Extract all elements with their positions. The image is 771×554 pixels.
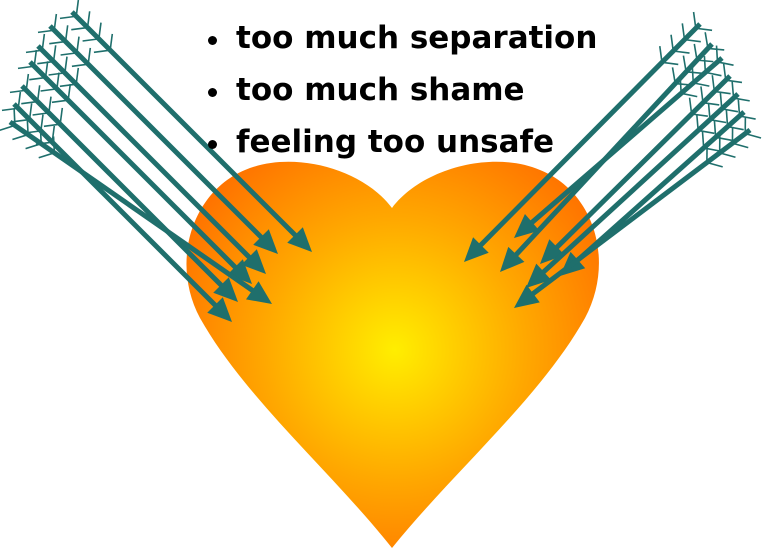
feathered-arrow-icon	[10, 74, 238, 302]
bullet-dot-icon	[208, 36, 217, 45]
bullet-item: too much shame	[208, 64, 597, 116]
bullet-text: too much separation	[236, 20, 597, 56]
bullet-item: feeling too unsafe	[208, 116, 597, 168]
bullet-dot-icon	[208, 88, 217, 97]
bullet-dot-icon	[208, 140, 217, 149]
bullet-text: too much shame	[236, 72, 525, 108]
bullet-item: too much separation	[208, 12, 597, 64]
bullet-text: feeling too unsafe	[236, 124, 554, 160]
bullet-list: too much separation too much shame feeli…	[208, 12, 597, 168]
